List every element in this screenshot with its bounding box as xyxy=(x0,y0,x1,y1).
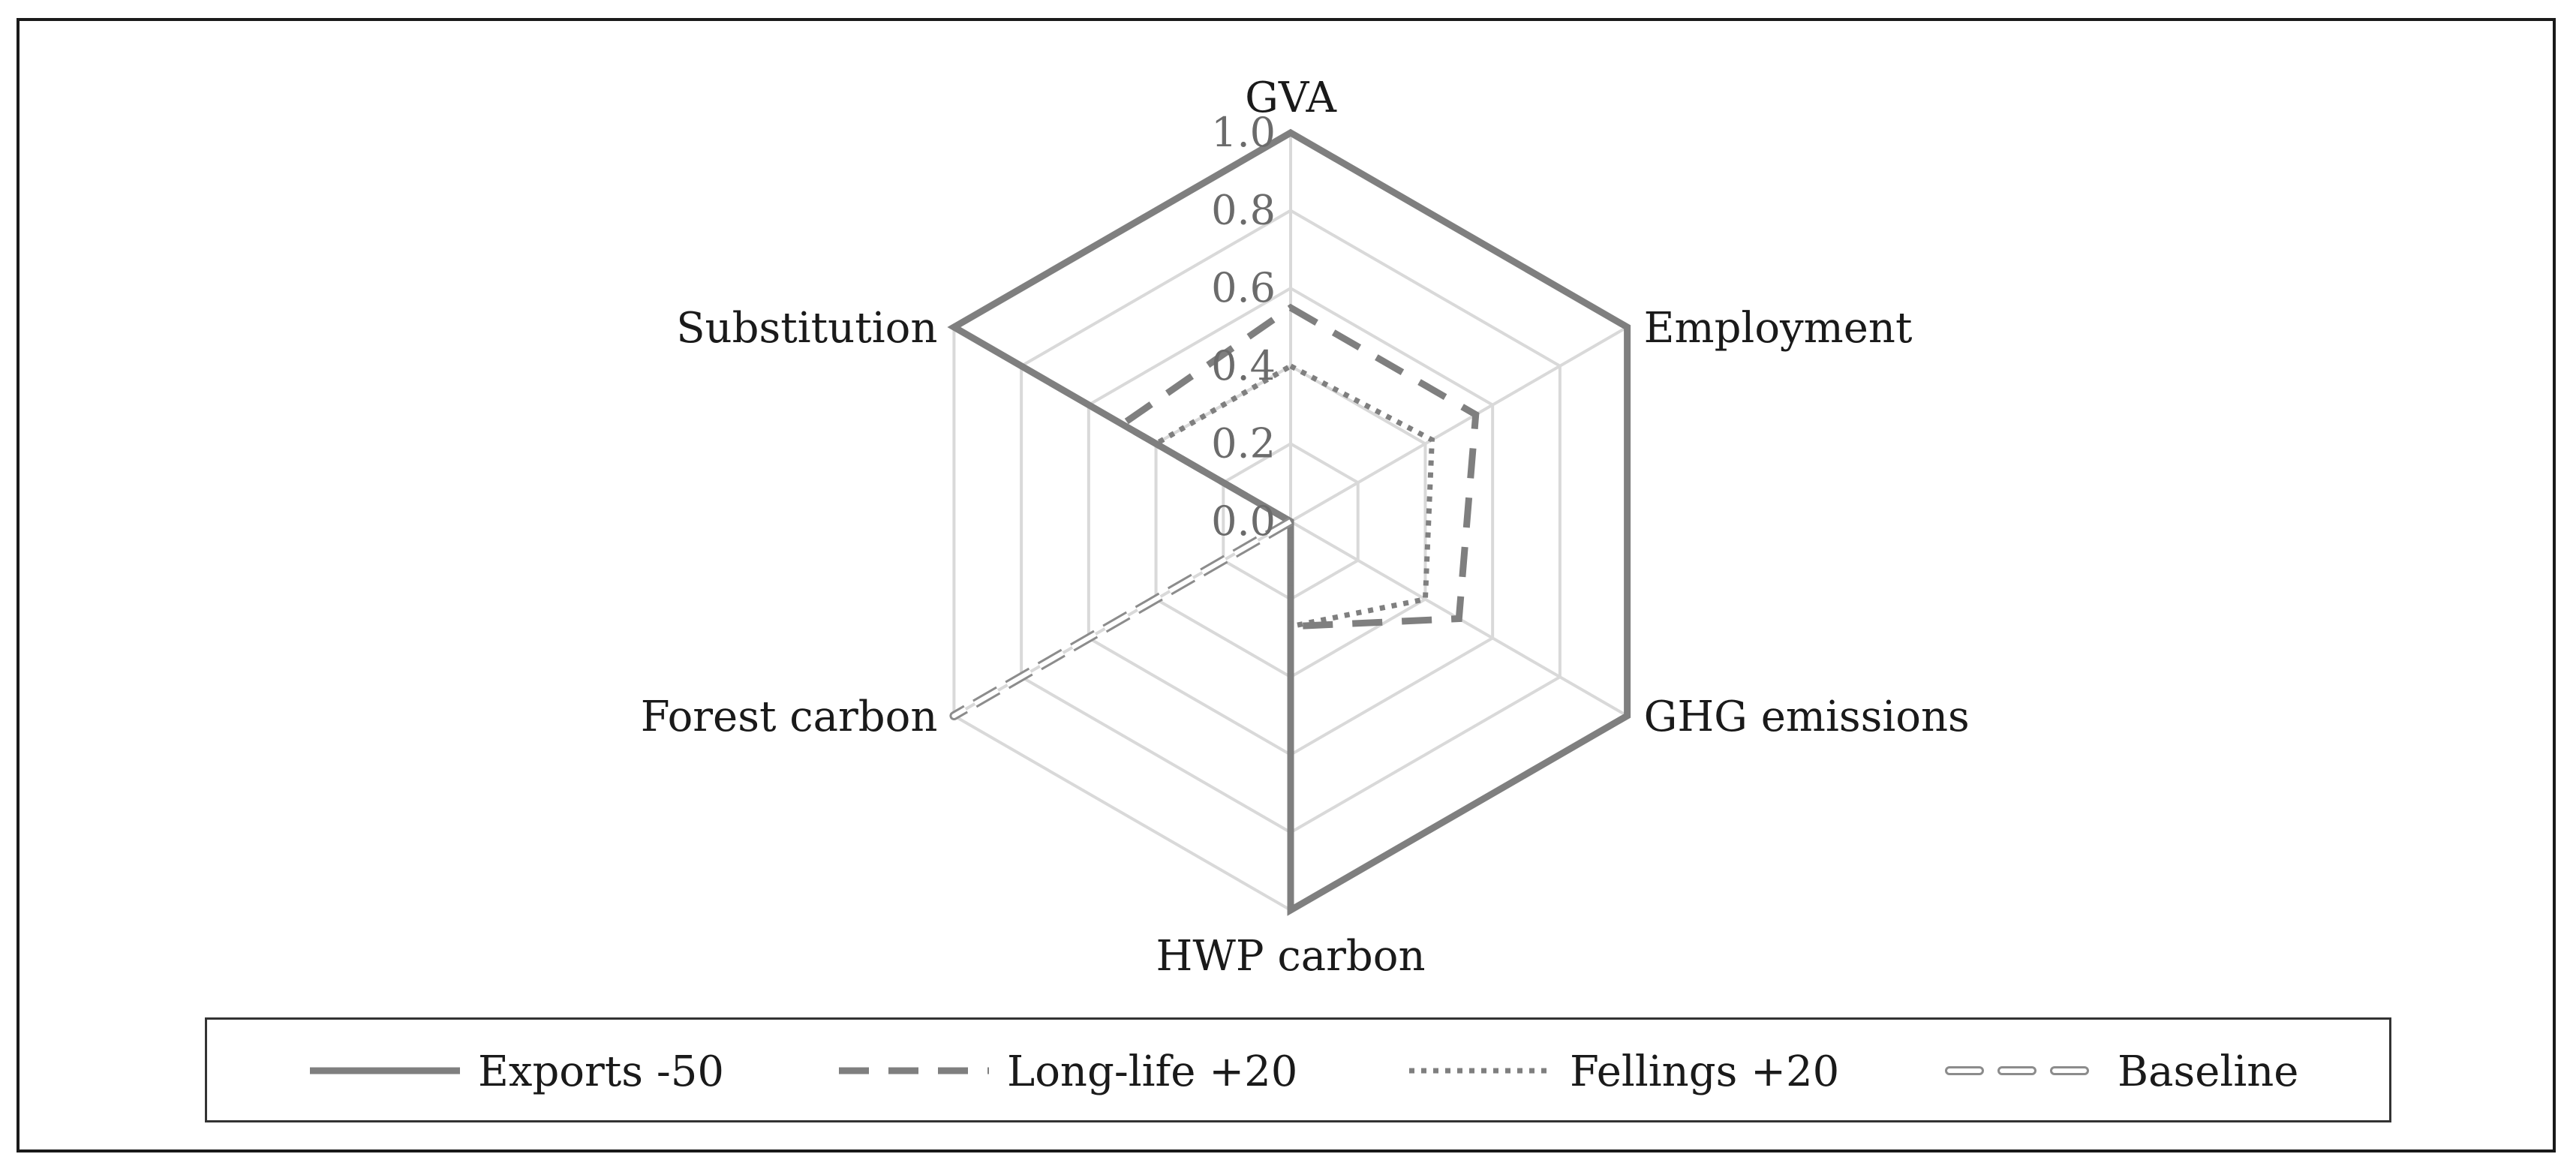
legend-label: Exports -50 xyxy=(478,1047,724,1096)
axis-label: HWP carbon xyxy=(1156,932,1425,981)
tick-layer: 0.0 0.2 0.4 0.6 0.8 1.0 xyxy=(1211,109,1276,545)
legend-box xyxy=(205,1017,2391,1122)
tick-label: 1.0 xyxy=(1211,109,1276,156)
tick-label: 0.2 xyxy=(1211,419,1276,467)
tick-label: 0.8 xyxy=(1211,187,1276,234)
legend-layer: Exports -50 Long-life +20 Fellings +20 Base… xyxy=(310,1047,2298,1096)
chart-frame xyxy=(17,18,2556,1152)
axis-label: Forest carbon xyxy=(641,693,938,741)
series-line xyxy=(1116,303,1480,630)
series-line xyxy=(951,519,1293,718)
series-line xyxy=(947,128,1631,916)
axis-label: Employment xyxy=(1644,304,1913,353)
legend-label: Baseline xyxy=(2118,1047,2298,1096)
series-layer xyxy=(947,128,1631,916)
legend-label: Fellings +20 xyxy=(1570,1047,1839,1096)
axis-label: Substitution xyxy=(676,304,937,353)
legend-label: Long-life +20 xyxy=(1007,1047,1297,1096)
tick-label: 0.6 xyxy=(1211,264,1276,311)
axis-label: GHG emissions xyxy=(1644,693,1970,741)
tick-label: 0.4 xyxy=(1211,342,1276,389)
tick-label: 0.0 xyxy=(1211,497,1276,545)
series-line xyxy=(1150,362,1435,630)
axis-label: GVA xyxy=(1245,74,1336,122)
grid-spoke xyxy=(1289,326,1628,523)
